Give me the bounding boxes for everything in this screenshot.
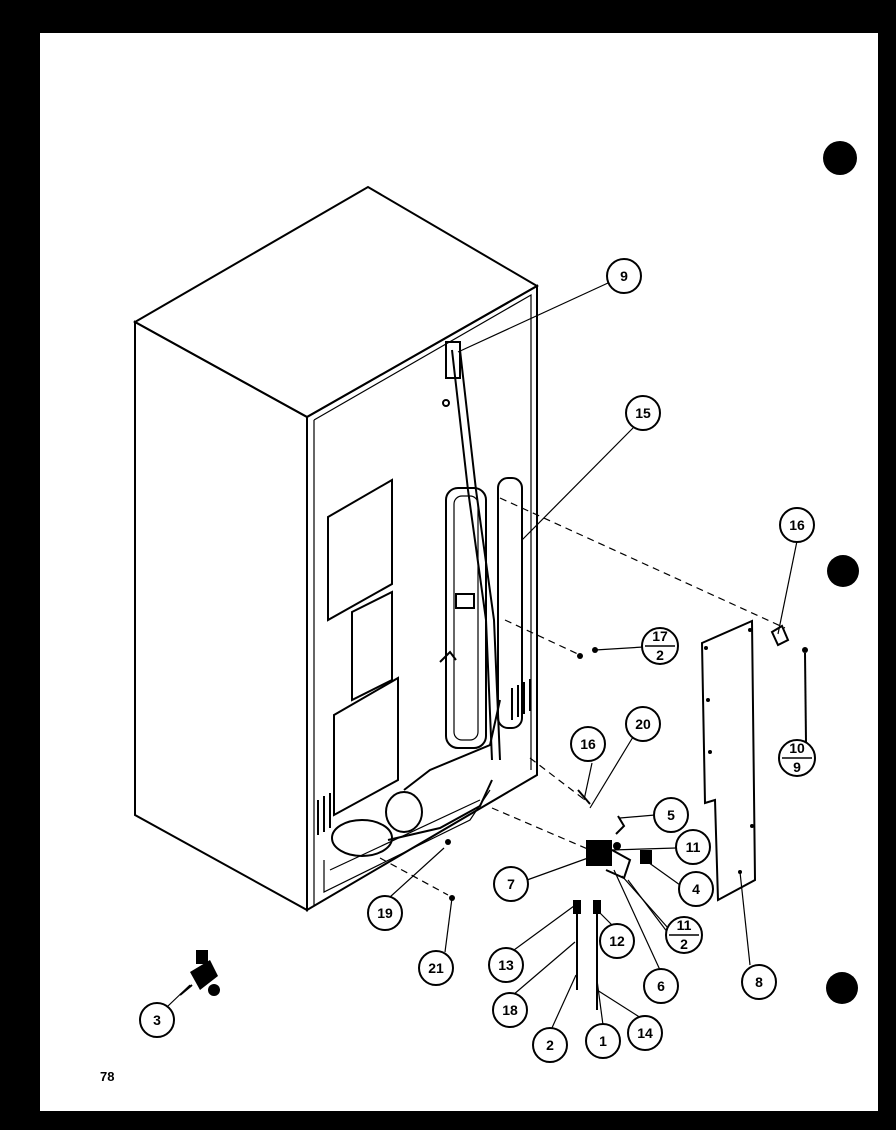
vent-slots-right bbox=[511, 679, 531, 720]
page-background bbox=[40, 33, 878, 1111]
svg-text:12: 12 bbox=[609, 933, 625, 949]
callout-9: 9 bbox=[606, 258, 642, 294]
callout-17-over-2: 17 2 bbox=[641, 627, 679, 665]
svg-text:1: 1 bbox=[599, 1033, 607, 1049]
binder-hole-middle bbox=[827, 555, 859, 587]
callout-11: 11 bbox=[675, 829, 711, 865]
callout-12: 12 bbox=[599, 923, 635, 959]
refrigerator-cabinet bbox=[132, 185, 539, 912]
page-number: 78 bbox=[100, 1069, 114, 1084]
binder-hole-bottom bbox=[826, 972, 858, 1004]
callout-7: 7 bbox=[493, 866, 529, 902]
svg-text:20: 20 bbox=[635, 716, 651, 732]
svg-text:9: 9 bbox=[793, 759, 801, 775]
svg-text:10: 10 bbox=[789, 740, 805, 756]
svg-text:14: 14 bbox=[637, 1025, 653, 1041]
hardware-parts bbox=[445, 624, 808, 1010]
callout-leaders bbox=[167, 282, 798, 1031]
svg-text:17: 17 bbox=[652, 628, 668, 644]
svg-text:5: 5 bbox=[667, 807, 675, 823]
svg-text:2: 2 bbox=[546, 1037, 554, 1053]
callout-4: 4 bbox=[678, 871, 714, 907]
callout-10-over-9: 10 9 bbox=[778, 739, 816, 777]
svg-text:16: 16 bbox=[789, 517, 805, 533]
rear-access-panel bbox=[700, 619, 757, 902]
callout-11-over-2: 11 2 bbox=[665, 916, 703, 954]
vent-slots-left bbox=[317, 793, 331, 835]
callout-16-top: 16 bbox=[779, 507, 815, 543]
callout-6: 6 bbox=[643, 968, 679, 1004]
svg-text:21: 21 bbox=[428, 960, 444, 976]
callout-8: 8 bbox=[741, 964, 777, 1000]
callout-16-lower: 16 bbox=[570, 726, 606, 762]
callout-14: 14 bbox=[627, 1015, 663, 1051]
svg-text:15: 15 bbox=[635, 405, 651, 421]
svg-text:11: 11 bbox=[677, 917, 692, 933]
compressor-assembly bbox=[331, 699, 501, 857]
svg-text:4: 4 bbox=[692, 881, 700, 897]
callout-2: 2 bbox=[532, 1027, 568, 1063]
binder-hole-top bbox=[823, 141, 857, 175]
callout-21: 21 bbox=[418, 950, 454, 986]
installation-lines bbox=[379, 497, 786, 896]
svg-text:8: 8 bbox=[755, 974, 763, 990]
svg-text:2: 2 bbox=[656, 647, 664, 663]
callout-20: 20 bbox=[625, 706, 661, 742]
callout-15: 15 bbox=[625, 395, 661, 431]
svg-text:7: 7 bbox=[507, 876, 515, 892]
svg-text:9: 9 bbox=[620, 268, 628, 284]
callout-19: 19 bbox=[367, 895, 403, 931]
callout-1: 1 bbox=[585, 1023, 621, 1059]
svg-text:18: 18 bbox=[502, 1002, 518, 1018]
svg-text:13: 13 bbox=[498, 957, 514, 973]
svg-text:6: 6 bbox=[657, 978, 665, 994]
svg-text:3: 3 bbox=[153, 1012, 161, 1028]
water-valve-part-3 bbox=[179, 950, 220, 996]
svg-text:2: 2 bbox=[680, 936, 688, 952]
callout-13: 13 bbox=[488, 947, 524, 983]
callout-5: 5 bbox=[653, 797, 689, 833]
svg-text:19: 19 bbox=[377, 905, 393, 921]
condenser-coil bbox=[439, 341, 523, 761]
svg-text:11: 11 bbox=[686, 839, 701, 855]
callout-18: 18 bbox=[492, 992, 528, 1028]
callout-3: 3 bbox=[139, 1002, 175, 1038]
svg-text:16: 16 bbox=[580, 736, 596, 752]
